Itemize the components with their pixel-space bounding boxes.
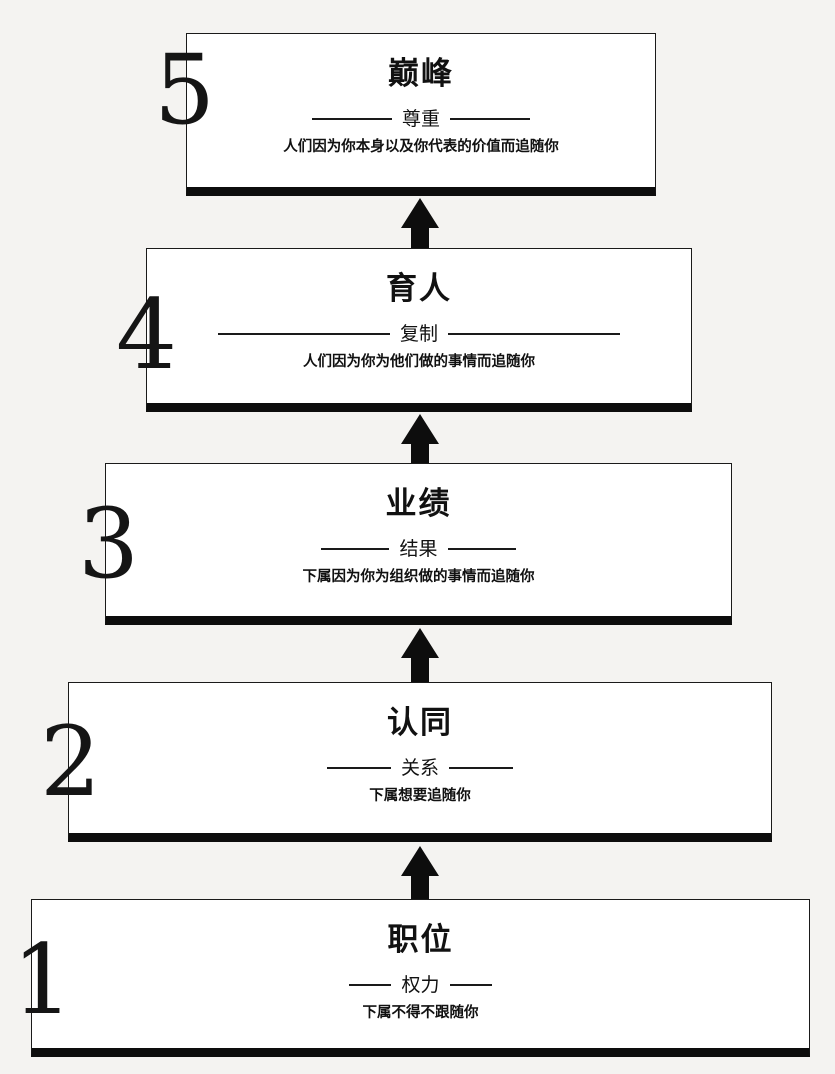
level-description: 下属不得不跟随你 [362,1004,479,1021]
level-number: 4 [116,279,178,391]
divider-line [326,767,391,769]
divider-line [217,333,390,335]
level-1-box: 职位 权力 下属不得不跟随你 [31,899,810,1057]
level-title: 认同 [387,705,453,741]
divider-line [449,984,492,986]
level-title: 职位 [387,922,454,958]
subtitle-row: 关系 [69,757,771,779]
divider-line [449,767,513,769]
level-title: 业绩 [385,486,452,522]
level-4-box: 育人 复制 人们因为你为他们做的事情而追随你 [146,248,692,412]
level-subtitle: 权力 [401,974,440,996]
subtitle-row: 复制 [147,323,691,345]
level-description: 人们因为你为他们做的事情而追随你 [303,353,535,370]
divider-line [349,984,392,986]
subtitle-row: 尊重 [187,108,655,130]
level-subtitle: 尊重 [401,108,440,130]
level-title: 巅峰 [388,56,454,92]
up-arrow-icon [401,846,439,918]
level-2-box: 认同 关系 下属想要追随你 [68,682,772,842]
subtitle-row: 结果 [106,538,731,560]
divider-line [450,118,530,120]
divider-line [448,333,620,335]
level-title: 育人 [386,271,452,307]
level-subtitle: 结果 [399,538,438,560]
level-3-box: 业绩 结果 下属因为你为组织做的事情而追随你 [105,463,732,625]
level-number: 5 [154,34,216,146]
level-description: 下属想要追随你 [369,787,471,804]
up-arrow-icon [401,198,439,266]
level-description: 下属因为你为组织做的事情而追随你 [302,568,535,585]
divider-line [311,118,392,120]
level-number: 3 [78,488,140,600]
divider-line [321,548,390,550]
level-subtitle: 关系 [400,757,439,779]
level-number: 1 [12,924,74,1036]
level-description: 人们因为你本身以及你代表的价值而追随你 [283,138,559,155]
divider-line [447,548,516,550]
level-5-box: 巅峰 尊重 人们因为你本身以及你代表的价值而追随你 [186,33,656,196]
up-arrow-icon [401,414,439,484]
subtitle-row: 权力 [32,974,809,996]
level-number: 2 [40,706,102,818]
up-arrow-icon [401,628,439,698]
level-subtitle: 复制 [399,323,438,345]
